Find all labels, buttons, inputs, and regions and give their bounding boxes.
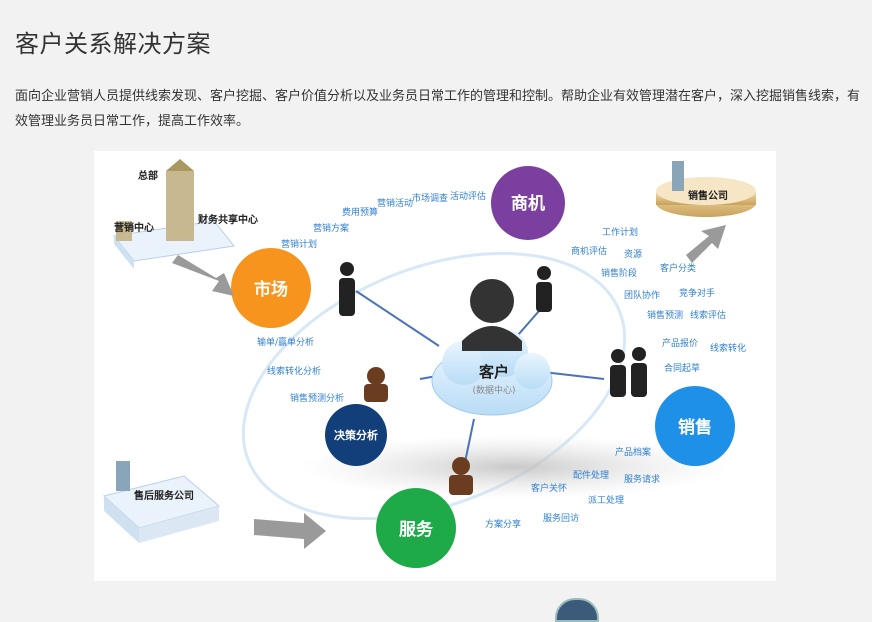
market-lower-item: 输单/赢单分析: [257, 336, 314, 348]
service-item: 方案分享: [485, 518, 521, 530]
opportunity-item: 线索评估: [690, 309, 726, 321]
bottom-logo-icon: [555, 598, 599, 622]
market-lower-item: 线索转化分析: [267, 365, 321, 377]
center-cloud: [431, 279, 553, 416]
hq-label: 总部: [138, 169, 158, 182]
center-title: 客户: [478, 363, 509, 381]
opportunity-item: 销售预测: [647, 309, 683, 321]
service-item: 派工处理: [588, 494, 624, 506]
market-item: 营销活动: [377, 197, 413, 209]
aftersales-company-box: [102, 461, 221, 543]
decision-label: 决策分析: [334, 428, 378, 442]
opportunity-circle: [491, 166, 565, 240]
marketing-center-label: 营销中心: [114, 221, 154, 234]
aftersales-company-label: 售后服务公司: [134, 489, 194, 502]
market-item: 营销方案: [313, 222, 349, 234]
page-title: 客户关系解决方案: [15, 30, 211, 58]
market-item: 营销计划: [281, 238, 317, 250]
flow-arrows: [172, 225, 726, 549]
market-item: 市场调查: [412, 192, 448, 204]
opportunity-item: 资源: [624, 249, 642, 260]
person-icons: [339, 262, 647, 495]
service-item: 服务回访: [543, 512, 579, 524]
opportunity-label: 商机: [511, 193, 545, 214]
opportunity-item: 团队协作: [624, 289, 660, 301]
market-circle: [231, 248, 311, 328]
sales-label: 销售: [678, 417, 712, 438]
service-item: 配件处理: [573, 469, 609, 481]
market-lower-item: 销售预测分析: [290, 392, 344, 404]
service-item: 客户关怀: [531, 482, 567, 494]
opportunity-item: 商机评估: [571, 245, 607, 257]
opportunity-item: 线索转化: [710, 342, 746, 354]
sales-circle: [655, 386, 735, 466]
opportunity-item: 竞争对手: [679, 287, 715, 299]
opportunity-item: 产品报价: [662, 337, 698, 349]
opportunity-item: 合同起草: [664, 362, 700, 374]
hq-building: [113, 159, 235, 269]
opportunity-item: 工作计划: [602, 226, 638, 238]
service-item: 产品档案: [615, 446, 651, 458]
service-label: 服务: [399, 519, 434, 540]
decision-circle: [325, 404, 387, 466]
market-item: 活动评估: [450, 190, 486, 202]
crm-diagram: 客户 (数据中心) 市场 商机 销售 服务 决策分析 总: [94, 151, 776, 581]
center-subtitle: (数据中心): [472, 384, 515, 396]
service-item: 服务请求: [624, 473, 660, 485]
service-circle: [376, 488, 456, 568]
sales-company-label: 销售公司: [688, 189, 728, 202]
opportunity-item: 销售阶段: [601, 267, 637, 279]
opportunity-item: 客户分类: [660, 262, 696, 274]
page-description: 面向企业营销人员提供线索发现、客户挖掘、客户价值分析以及业务员日常工作的管理和控…: [15, 89, 861, 129]
bottom-shadow: [299, 435, 729, 499]
finance-center-label: 财务共享中心: [197, 213, 258, 226]
market-label: 市场: [254, 279, 288, 300]
sales-company-podium: [656, 161, 756, 217]
market-item: 费用预算: [342, 206, 378, 218]
diagram-canvas: 客户 (数据中心) 市场 商机 销售 服务 决策分析 总: [102, 159, 756, 568]
